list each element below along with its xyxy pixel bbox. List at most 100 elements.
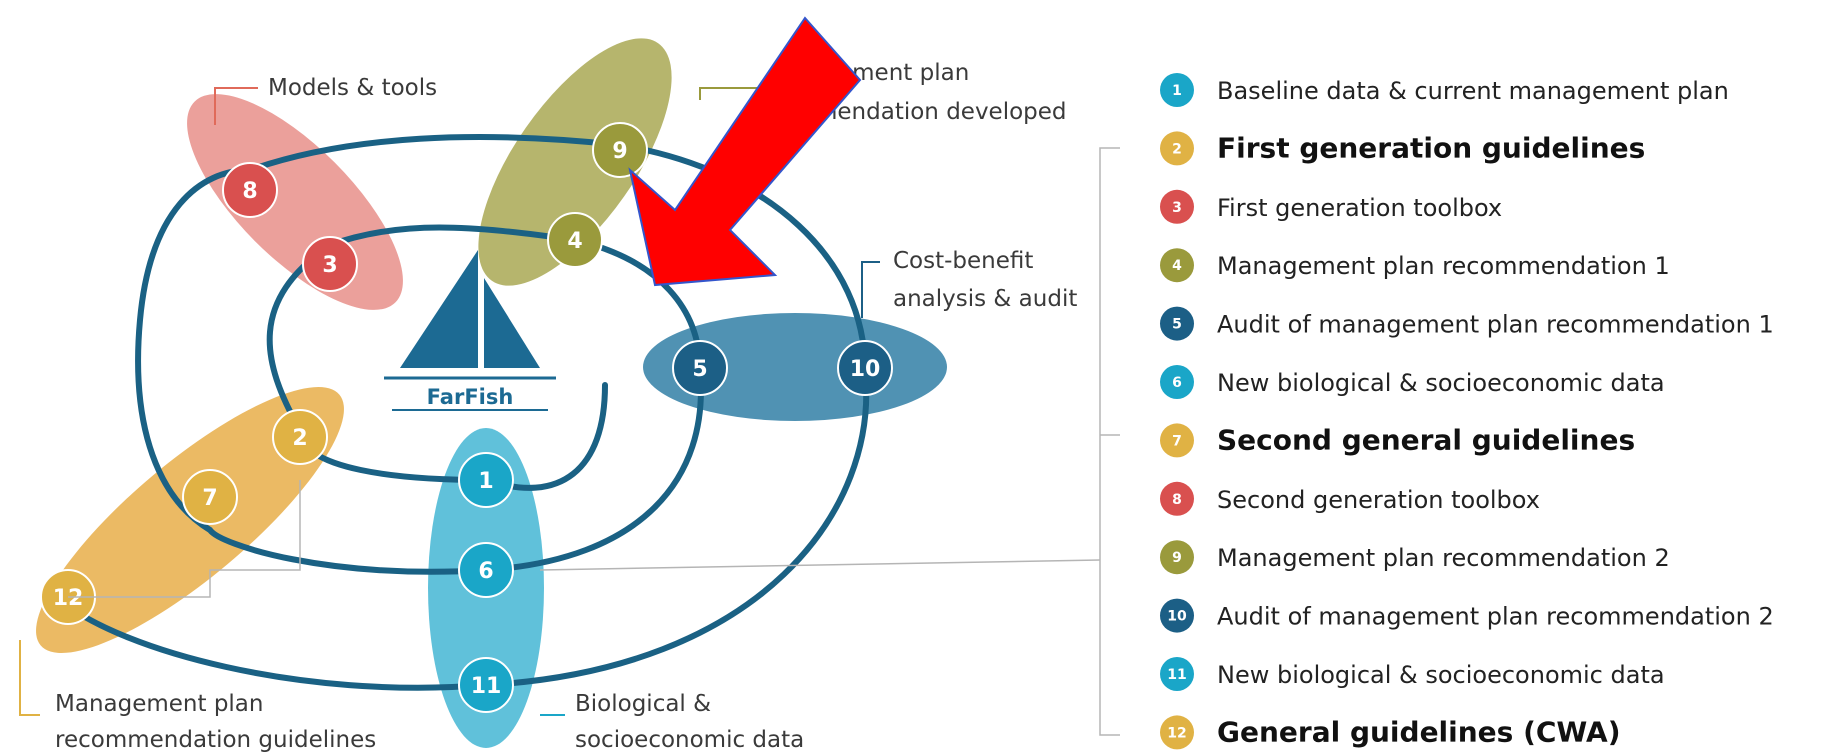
legend-item-5-dot xyxy=(1160,306,1194,341)
legend-item-8-number: 8 xyxy=(1172,492,1182,508)
legend-item-11-number: 11 xyxy=(1167,667,1186,683)
legend-bracket xyxy=(1099,147,1120,736)
node-5-circle xyxy=(672,340,728,396)
legend-item-12: 12 General guidelines (CWA) xyxy=(1160,715,1621,750)
legend-item-1-number: 1 xyxy=(1172,83,1182,99)
legend-item-3-label: First generation toolbox xyxy=(1217,194,1502,222)
models-tools-connector xyxy=(214,87,258,125)
legend-item-1-label: Baseline data & current management plan xyxy=(1217,77,1729,105)
node-6: 6 xyxy=(458,542,514,598)
link-guidelines xyxy=(68,480,301,598)
legend-item-1: 1 Baseline data & current management plan xyxy=(1160,73,1729,107)
legend-item-3: 3 First generation toolbox xyxy=(1160,189,1502,224)
farfish-logo: FarFish xyxy=(384,250,556,411)
node-10-circle xyxy=(837,340,893,396)
legend-item-10-label: Audit of management plan recommendation … xyxy=(1217,603,1774,631)
legend-item-5: 5 Audit of management plan recommendation… xyxy=(1160,306,1774,341)
legend-item-8-label: Second generation toolbox xyxy=(1217,486,1540,514)
cost-benefit-connector xyxy=(861,261,880,318)
legend-item-5-label: Audit of management plan recommendation … xyxy=(1217,311,1774,339)
node-9: 9 xyxy=(592,122,648,178)
legend-item-7-dot xyxy=(1160,423,1194,458)
legend-item-7-number: 7 xyxy=(1172,433,1182,449)
legend-item-4-label: Management plan recommendation 1 xyxy=(1217,252,1670,280)
node-8: 8 xyxy=(222,162,278,218)
node-3: 3 xyxy=(302,236,358,292)
legend-item-12-dot xyxy=(1160,715,1194,750)
bio-data-label-2: socioeconomic data xyxy=(575,727,804,753)
node-8-circle xyxy=(222,162,278,218)
legend-item-12-label: General guidelines (CWA) xyxy=(1217,715,1621,748)
legend-item-9-label: Management plan recommendation 2 xyxy=(1217,544,1670,572)
mgmt-developed-label-2: mendation developed xyxy=(815,99,1067,125)
node-8-label: 8 xyxy=(242,179,257,204)
node-7: 7 xyxy=(182,469,238,525)
legend: 1 Baseline data & current management plan… xyxy=(1160,73,1774,750)
legend-item-6-label: New biological & socioeconomic data xyxy=(1217,369,1665,397)
node-10: 10 xyxy=(837,340,893,396)
legend-item-8: 8 Second generation toolbox xyxy=(1160,481,1540,516)
legend-item-12-number: 12 xyxy=(1167,725,1186,741)
legend-item-3-number: 3 xyxy=(1172,200,1182,216)
cycle-spiral xyxy=(57,134,870,691)
sail-right-icon xyxy=(484,278,540,368)
callout-connectors-olive xyxy=(699,87,765,100)
node-3-circle xyxy=(302,236,358,292)
node-1-label: 1 xyxy=(478,469,493,494)
callout-connectors-navy xyxy=(861,261,880,318)
node-9-circle xyxy=(592,122,648,178)
guidelines-label-2: recommendation guidelines xyxy=(55,727,376,753)
stage-groups xyxy=(36,38,947,748)
legend-item-4-number: 4 xyxy=(1172,258,1182,274)
legend-item-9-number: 9 xyxy=(1172,550,1182,566)
node-6-circle xyxy=(458,542,514,598)
legend-item-8-dot xyxy=(1160,481,1194,516)
models-tools-group xyxy=(187,94,403,310)
cost-benefit-label-2: analysis & audit xyxy=(893,286,1077,312)
node-12-label: 12 xyxy=(53,586,84,611)
legend-links xyxy=(68,147,1120,736)
legend-item-2-number: 2 xyxy=(1172,141,1182,157)
node-1-circle xyxy=(458,452,514,508)
legend-item-9: 9 Management plan recommendation 2 xyxy=(1160,540,1670,575)
node-4: 4 xyxy=(547,212,603,268)
legend-item-5-number: 5 xyxy=(1172,317,1182,333)
guidelines-group xyxy=(36,387,344,653)
node-9-label: 9 xyxy=(612,139,627,164)
bio-data-label-1: Biological & xyxy=(575,691,711,717)
node-7-circle xyxy=(182,469,238,525)
cycle-nodes: 1 2 3 4 5 6 7 8 xyxy=(40,122,893,713)
node-7-label: 7 xyxy=(202,486,217,511)
cost-benefit-label-1: Cost-benefit xyxy=(893,248,1033,274)
node-11-circle xyxy=(458,657,514,713)
node-2: 2 xyxy=(272,409,328,465)
legend-item-4-dot xyxy=(1160,248,1194,283)
node-10-label: 10 xyxy=(850,357,881,382)
node-1: 1 xyxy=(458,452,514,508)
node-2-label: 2 xyxy=(292,426,307,451)
legend-item-2-dot xyxy=(1160,131,1194,166)
legend-item-1-dot xyxy=(1160,73,1194,107)
logo-text: FarFish xyxy=(427,385,514,409)
mgmt-developed-label-1: ement plan xyxy=(838,60,969,86)
legend-item-11-dot xyxy=(1160,657,1194,691)
link-data xyxy=(539,559,1101,571)
legend-item-3-dot xyxy=(1160,189,1194,224)
node-2-circle xyxy=(272,409,328,465)
guidelines-connector xyxy=(19,640,40,716)
red-arrow-icon xyxy=(628,16,862,287)
legend-item-9-dot xyxy=(1160,540,1194,575)
callout-connectors xyxy=(214,87,258,125)
legend-item-6-dot xyxy=(1160,365,1194,399)
node-11-label: 11 xyxy=(471,674,502,699)
legend-item-4: 4 Management plan recommendation 1 xyxy=(1160,248,1670,283)
sail-left-icon xyxy=(400,250,478,368)
node-4-circle xyxy=(547,212,603,268)
models-tools-label: Models & tools xyxy=(268,75,437,101)
guidelines-label-1: Management plan xyxy=(55,691,263,717)
